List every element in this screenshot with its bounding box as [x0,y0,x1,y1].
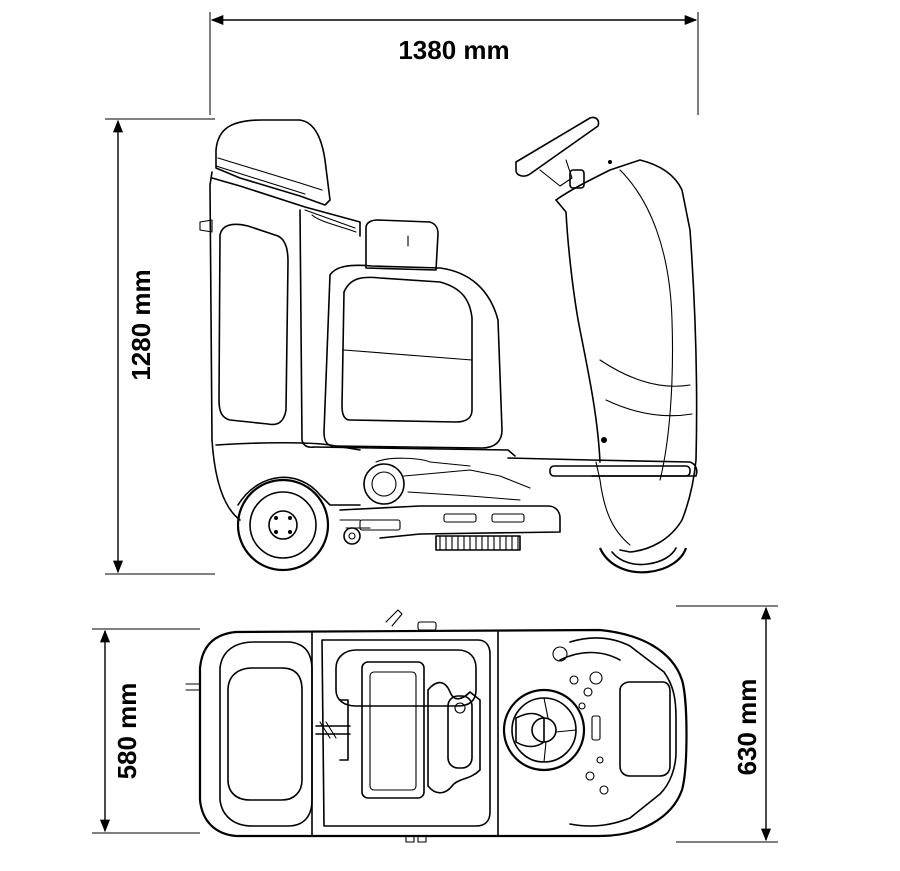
steering-column [555,159,698,553]
rear-wheel [236,478,330,572]
brush-deck [339,505,561,539]
top-view [185,609,688,843]
body-width-label: 580 mm [112,683,142,780]
front-wheel [598,547,688,574]
hopper-top [219,641,313,827]
top-hull [198,628,688,838]
dashboard [569,637,677,827]
rear-body [209,171,241,521]
body-width-dimension: 580 mm [92,628,200,834]
hopper-lid [215,119,331,206]
overall-width-label: 630 mm [732,679,762,776]
seat-top [335,649,477,707]
height-dimension: 1280 mm [105,118,215,575]
length-dimension: 1380 mm [209,12,699,115]
overall-width-dimension: 630 mm [676,605,778,843]
steering-wheel-top [502,688,586,772]
motor [363,463,405,505]
length-label: 1380 mm [398,35,509,65]
side-view [199,116,698,574]
height-label: 1280 mm [126,269,156,380]
steering-wheel [515,116,600,177]
seat [365,219,439,271]
seat-cushion [361,661,425,799]
side-broom [435,535,521,551]
